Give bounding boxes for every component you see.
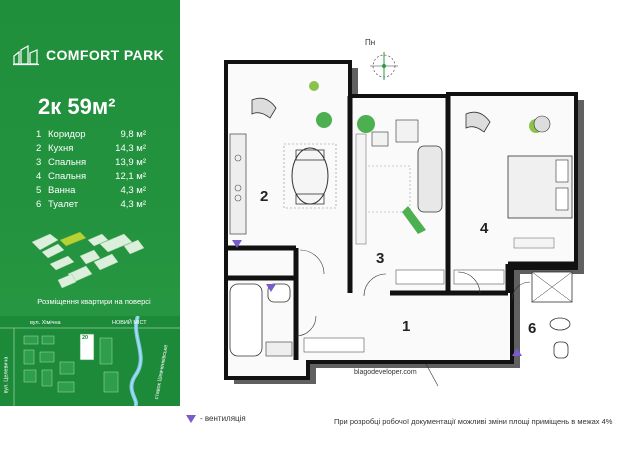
room-name: Спальня <box>48 157 87 168</box>
street-label-right: НОВИЙ МІСТ <box>112 320 147 326</box>
room-name: Туалет <box>48 199 79 210</box>
room-area: 9,8 м² <box>120 129 146 140</box>
vent-marker <box>266 284 276 292</box>
room-label-1: 1 <box>402 318 411 335</box>
room-row: 2 Кухня 14,3 м² <box>36 142 146 156</box>
ventilation-icon <box>186 414 196 423</box>
floor-plan: 2 3 4 1 6 <box>196 38 606 400</box>
room-row: 5 Ванна 4,3 м² <box>36 184 146 198</box>
room-label-2: 2 <box>260 188 269 205</box>
room-number: 1 <box>36 129 42 140</box>
room-area: 13,9 м² <box>115 157 146 168</box>
info-panel: COMFORT PARK 2к 59м² 1 Коридор 9,8 м² 2 … <box>0 0 180 408</box>
floor-map-caption: Розміщення квартири на поверсі <box>37 297 151 306</box>
room-name: Ванна <box>48 185 76 196</box>
room-name: Спальня <box>48 171 87 182</box>
website-label: blagodeveloper.com <box>354 369 417 376</box>
floor-plan-drawing <box>224 52 584 387</box>
apartment-highlight <box>59 231 87 247</box>
room-number: 5 <box>36 185 42 196</box>
apartment-title: 2к 59м² <box>38 94 116 119</box>
vent-marker <box>232 240 242 248</box>
building-number: 20 <box>82 335 89 341</box>
compass-icon <box>370 52 398 80</box>
room-area: 4,3 м² <box>120 185 146 196</box>
brand: COMFORT PARK <box>12 44 164 66</box>
room-number: 2 <box>36 143 42 154</box>
site-map: вул. Хімічна НОВИЙ МІСТ 20 вул. Целевича… <box>0 315 180 408</box>
room-list: 1 Коридор 9,8 м² 2 Кухня 14,3 м² 3 Спаль… <box>36 128 146 212</box>
room-row: 1 Коридор 9,8 м² <box>36 128 146 142</box>
room-name: Кухня <box>48 143 74 154</box>
room-name: Коридор <box>48 129 86 140</box>
room-area: 12,1 м² <box>115 171 146 182</box>
north-label: Пн <box>365 38 376 47</box>
vent-marker <box>512 348 522 356</box>
room-number: 4 <box>36 171 42 182</box>
brand-name: COMFORT PARK <box>46 47 165 63</box>
room-label-4: 4 <box>480 220 489 237</box>
room-label-6: 6 <box>528 320 537 337</box>
room-area: 4,3 м² <box>120 199 146 210</box>
room-row: 3 Спальня 13,9 м² <box>36 156 146 170</box>
legend: - вентиляція <box>186 414 246 423</box>
street-label-top: вул. Хімічна <box>30 320 61 326</box>
site-map-drawing <box>0 315 180 408</box>
room-row: 4 Спальня 12,1 м² <box>36 170 146 184</box>
room-label-3: 3 <box>376 250 385 267</box>
comfort-park-logo-icon <box>13 44 39 66</box>
floor-placement-map <box>31 231 145 289</box>
disclaimer-note: При розробці робочої документації можлив… <box>334 417 613 426</box>
room-area: 14,3 м² <box>115 143 146 154</box>
room-number: 6 <box>36 199 42 210</box>
building-highlight <box>79 333 95 361</box>
legend-text: - вентиляція <box>200 414 246 423</box>
room-row: 6 Туалет 4,3 м² <box>36 198 146 212</box>
room-number: 3 <box>36 157 42 168</box>
street-label-left: вул. Целевича <box>3 356 10 394</box>
